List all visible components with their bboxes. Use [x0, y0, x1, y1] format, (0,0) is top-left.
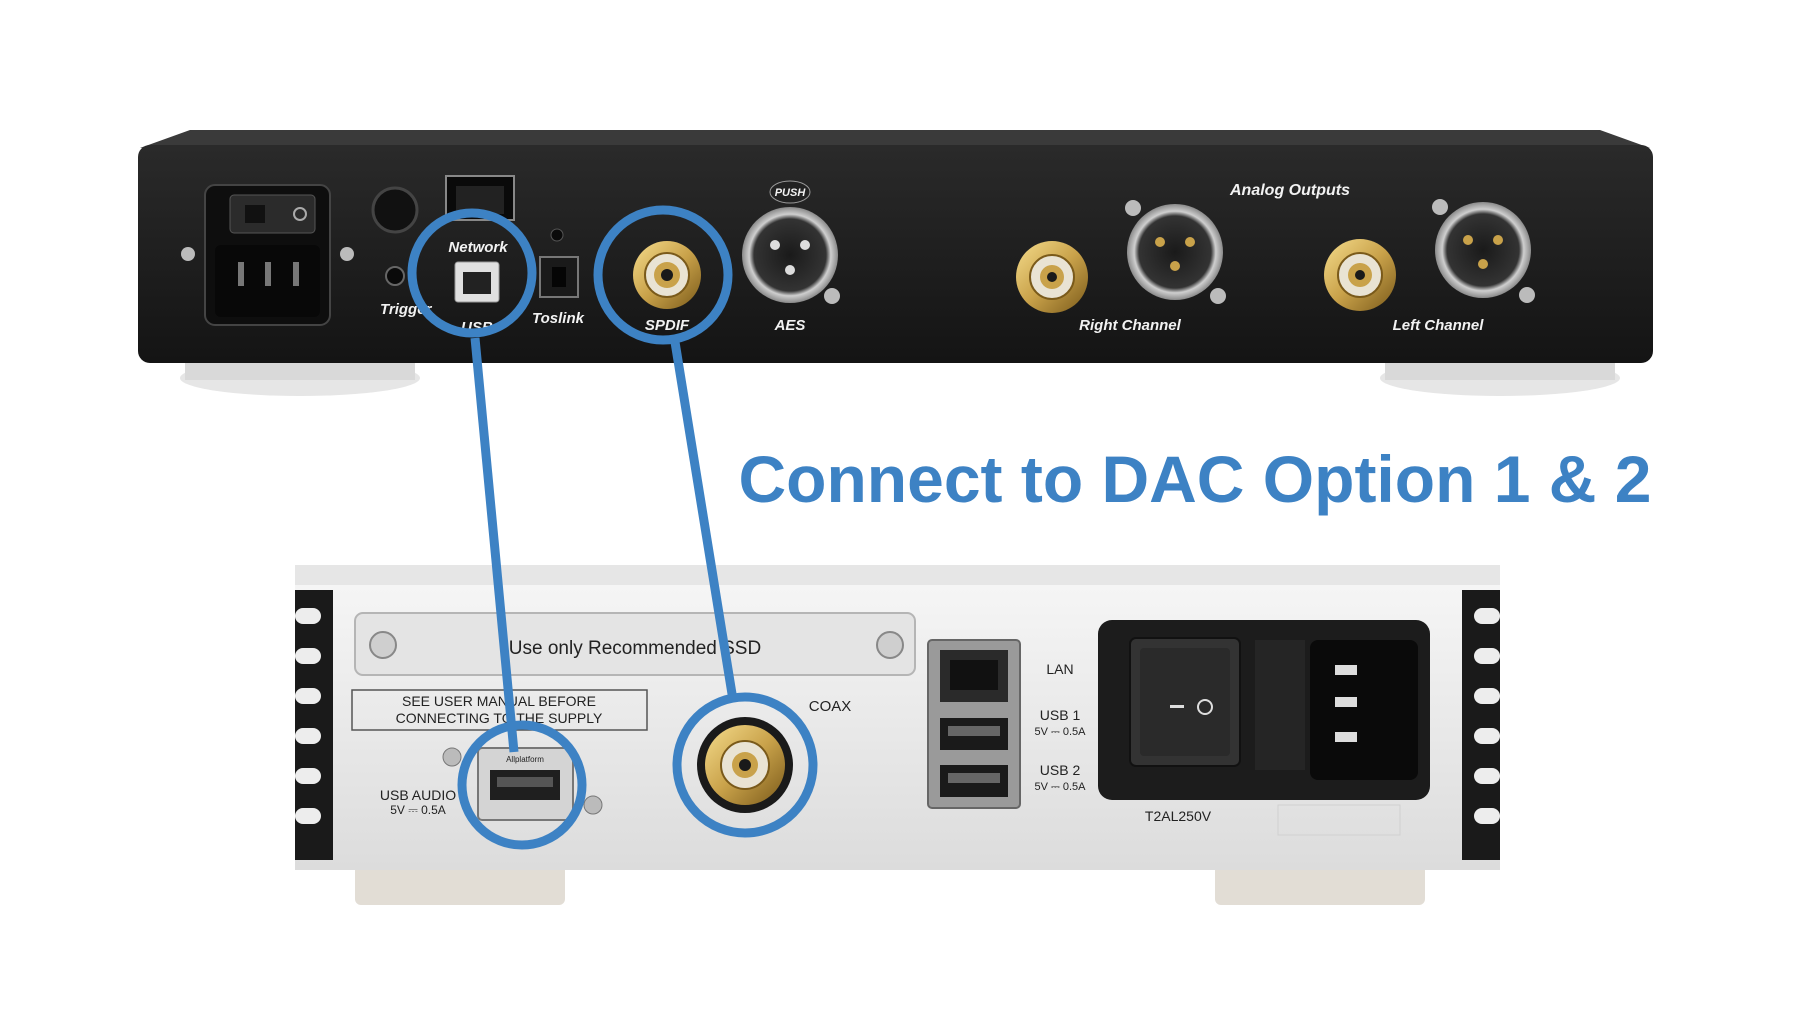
power-module: T2AL250V	[1098, 620, 1430, 836]
connection-highlights	[407, 205, 818, 850]
spdif-connection-line	[670, 341, 738, 701]
usb1-rating: 5V ⎓ 0.5A	[1035, 726, 1087, 738]
right-channel-outputs: Right Channel	[1016, 200, 1226, 334]
toslink-label: Toslink	[532, 310, 585, 327]
spdif-label: SPDIF	[645, 317, 690, 334]
usb-port-text: Allplatform	[506, 755, 544, 764]
aes-label: AES	[774, 317, 806, 334]
lan-usb-stack: LAN USB 1 5V ⎓ 0.5A USB 2 5V ⎓ 0.5A	[927, 639, 1087, 809]
right-channel-label: Right Channel	[1079, 317, 1181, 334]
usb-audio-port: Allplatform USB AUDIO 5V ⎓ 0.5A	[380, 747, 603, 821]
warning-line1: SEE USER MANUAL BEFORE	[402, 693, 596, 709]
power-inlet	[181, 184, 354, 326]
warning-line2: CONNECTING TO THE SUPPLY	[396, 710, 603, 726]
usb1-label: USB 1	[1040, 707, 1081, 723]
coax-label: COAX	[809, 698, 852, 715]
coax-highlight-circle	[672, 692, 818, 838]
toslink-port: Toslink	[532, 256, 585, 327]
spdif-highlight-circle	[593, 205, 733, 345]
ssd-panel: Use only Recommended SSD	[354, 612, 916, 676]
usb-audio-highlight-circle	[457, 720, 587, 850]
usb-audio-label: USB AUDIO	[380, 787, 456, 803]
headline: Connect to DAC Option 1 & 2	[739, 442, 1652, 516]
ssd-note-label: Use only Recommended SSD	[509, 638, 761, 659]
usb2-rating: 5V ⎓ 0.5A	[1035, 781, 1087, 793]
usb-connection-line	[470, 337, 519, 753]
lan-label: LAN	[1046, 661, 1073, 677]
analog-outputs-label: Analog Outputs	[1229, 182, 1350, 199]
network-label: Network	[448, 239, 508, 256]
trigger-port: Trigger	[371, 186, 433, 318]
usb-audio-rating: 5V ⎓ 0.5A	[390, 803, 446, 817]
left-channel-outputs: Left Channel	[1324, 199, 1535, 334]
fuse-label: T2AL250V	[1145, 808, 1212, 824]
warning-box: SEE USER MANUAL BEFORE CONNECTING TO THE…	[351, 689, 648, 731]
push-label: PUSH	[775, 187, 807, 199]
usb2-label: USB 2	[1040, 762, 1081, 778]
coax-port: COAX	[697, 698, 851, 813]
top-unit: Trigger Network USB Toslink SPDIF	[138, 130, 1653, 396]
bottom-unit: Use only Recommended SSD SEE USER MANUAL…	[295, 565, 1500, 905]
usb-highlight-circle	[407, 208, 537, 338]
aes-port: PUSH AES	[742, 180, 840, 334]
left-channel-label: Left Channel	[1393, 317, 1485, 334]
spdif-port: SPDIF	[633, 241, 701, 334]
